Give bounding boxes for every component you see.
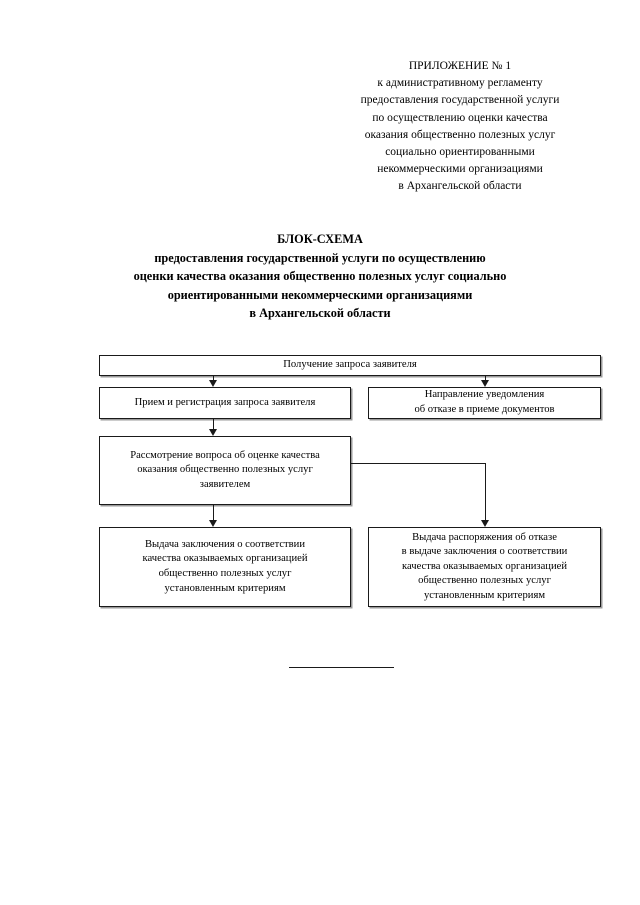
page-title-line-1: БЛОК-СХЕМА	[277, 232, 363, 246]
appendix-header: ПРИЛОЖЕНИЕ № 1 к административному регла…	[300, 58, 620, 196]
page-title-line-5: в Архангельской области	[249, 306, 391, 321]
flow-node-receive-request: Получение запроса заявителя	[99, 355, 601, 376]
flow-node-register-request-line-1: Прием и регистрация запроса заявителя	[134, 396, 316, 408]
flow-node-deny-conclusion-line-3: качества оказываемых организацией	[402, 560, 567, 572]
flow-node-issue-conclusion: Выдача заключения о соответствии качеств…	[99, 527, 351, 607]
page-title-line-2: предоставления государственной услуги по…	[154, 250, 486, 265]
flow-node-refusal-notice-line-2: об отказе в приеме документов	[414, 404, 555, 415]
arrowhead-icon-review-to-deny	[481, 520, 489, 527]
footer-divider	[289, 667, 394, 668]
appendix-header-line-8: в Архангельской области	[398, 180, 522, 193]
connector-review-to-deny-vertical	[485, 463, 486, 520]
connector-register-to-review	[213, 419, 214, 429]
appendix-header-line-6: социально ориентированными	[385, 146, 535, 159]
flow-node-register-request: Прием и регистрация запроса заявителя	[99, 387, 351, 419]
arrowhead-icon-receive-to-refusal	[481, 380, 489, 387]
connector-review-to-deny-horizontal	[351, 463, 486, 464]
page-title-line-4: ориентированными некоммерческими организ…	[167, 287, 473, 302]
flow-node-issue-conclusion-line-4: установленным критериям	[164, 582, 286, 594]
flow-node-issue-conclusion-line-1: Выдача заключения о соответствии	[144, 538, 306, 550]
page-title-line-3: оценки качества оказания общественно пол…	[133, 269, 507, 284]
connector-receive-to-register	[213, 376, 214, 381]
appendix-header-line-7: некоммерческими организациями	[377, 163, 543, 176]
arrowhead-icon-register-to-review	[209, 429, 217, 436]
flow-node-deny-conclusion-line-5: установленным критериям	[423, 589, 546, 601]
arrowhead-icon-receive-to-register	[209, 380, 217, 387]
flow-node-refusal-notice: Направление уведомления об отказе в прие…	[368, 387, 601, 419]
appendix-header-line-2: к административному регламенту	[377, 77, 543, 90]
flow-node-deny-conclusion-line-2: в выдаче заключения о соответствии	[401, 546, 568, 558]
flow-node-deny-conclusion-line-1: Выдача распоряжения об отказе	[412, 531, 557, 543]
flow-node-quality-review-line-2: оказания общественно полезных услуг	[137, 464, 313, 476]
flow-node-quality-review-line-1: Рассмотрение вопроса об оценке качества	[130, 449, 320, 461]
flow-node-deny-conclusion-line-4: общественно полезных услуг	[418, 575, 551, 587]
flow-node-refusal-notice-line-1: Направление уведомления	[424, 389, 545, 401]
arrowhead-icon-review-to-issue	[209, 520, 217, 527]
appendix-header-line-5: оказания общественно полезных услуг	[364, 128, 556, 141]
flow-node-deny-conclusion: Выдача распоряжения об отказе в выдаче з…	[368, 527, 601, 607]
flow-node-quality-review: Рассмотрение вопроса об оценке качества …	[99, 436, 351, 505]
page-title: БЛОК-СХЕМА предоставления государственно…	[60, 230, 580, 323]
flow-node-issue-conclusion-line-3: общественно полезных услуг	[158, 568, 292, 579]
connector-review-to-issue	[213, 505, 214, 520]
flow-node-quality-review-line-3: заявителем	[199, 478, 251, 490]
flow-node-issue-conclusion-line-2: качества оказываемых организацией	[142, 553, 308, 565]
appendix-header-line-4: по осуществлению оценки качества	[372, 111, 548, 124]
appendix-header-line-1: ПРИЛОЖЕНИЕ № 1	[408, 60, 512, 72]
connector-receive-to-refusal	[485, 376, 486, 381]
flow-node-receive-request-line-1: Получение запроса заявителя	[283, 359, 417, 371]
appendix-header-line-3: предоставления государственной услуги	[360, 94, 560, 107]
